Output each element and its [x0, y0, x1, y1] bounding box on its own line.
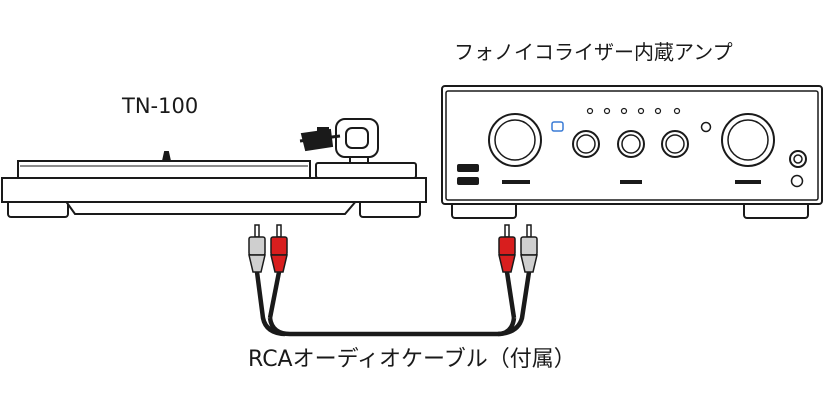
cable-wire [267, 271, 282, 319]
label-bar [502, 180, 530, 184]
amplifier-label: フォノイコライザー内蔵アンプ [454, 40, 733, 64]
label-bar [735, 180, 761, 184]
turntable [1, 118, 427, 218]
indicator-dot [603, 107, 611, 115]
rca-plug-white-right [520, 224, 538, 273]
indicator-dot [620, 107, 628, 115]
rca-plug-red-right [498, 224, 516, 273]
turntable-base [1, 177, 427, 203]
label-bar [620, 180, 642, 184]
indicator-dot [654, 107, 662, 115]
cable-wire [497, 271, 532, 337]
bluetooth-indicator [551, 121, 564, 132]
indicator-dot [637, 107, 645, 115]
cable-label: RCAオーディオケーブル（付属） [248, 347, 576, 372]
rca-plug-red-left [270, 224, 288, 273]
input-button [457, 164, 479, 172]
input-button [457, 177, 479, 185]
indicator-dot [586, 107, 594, 115]
tonearm-base [315, 162, 417, 179]
rca-cable [248, 224, 538, 337]
turntable-platter [17, 160, 311, 179]
small-button [700, 121, 712, 133]
turntable-label: TN-100 [122, 94, 199, 118]
indicator-dot [673, 107, 681, 115]
cable-wire [267, 317, 517, 337]
amplifier [441, 85, 823, 219]
cable-wire [504, 271, 517, 319]
power-button [790, 174, 804, 188]
spindle [161, 151, 172, 162]
rca-plug-white-left [248, 224, 266, 273]
